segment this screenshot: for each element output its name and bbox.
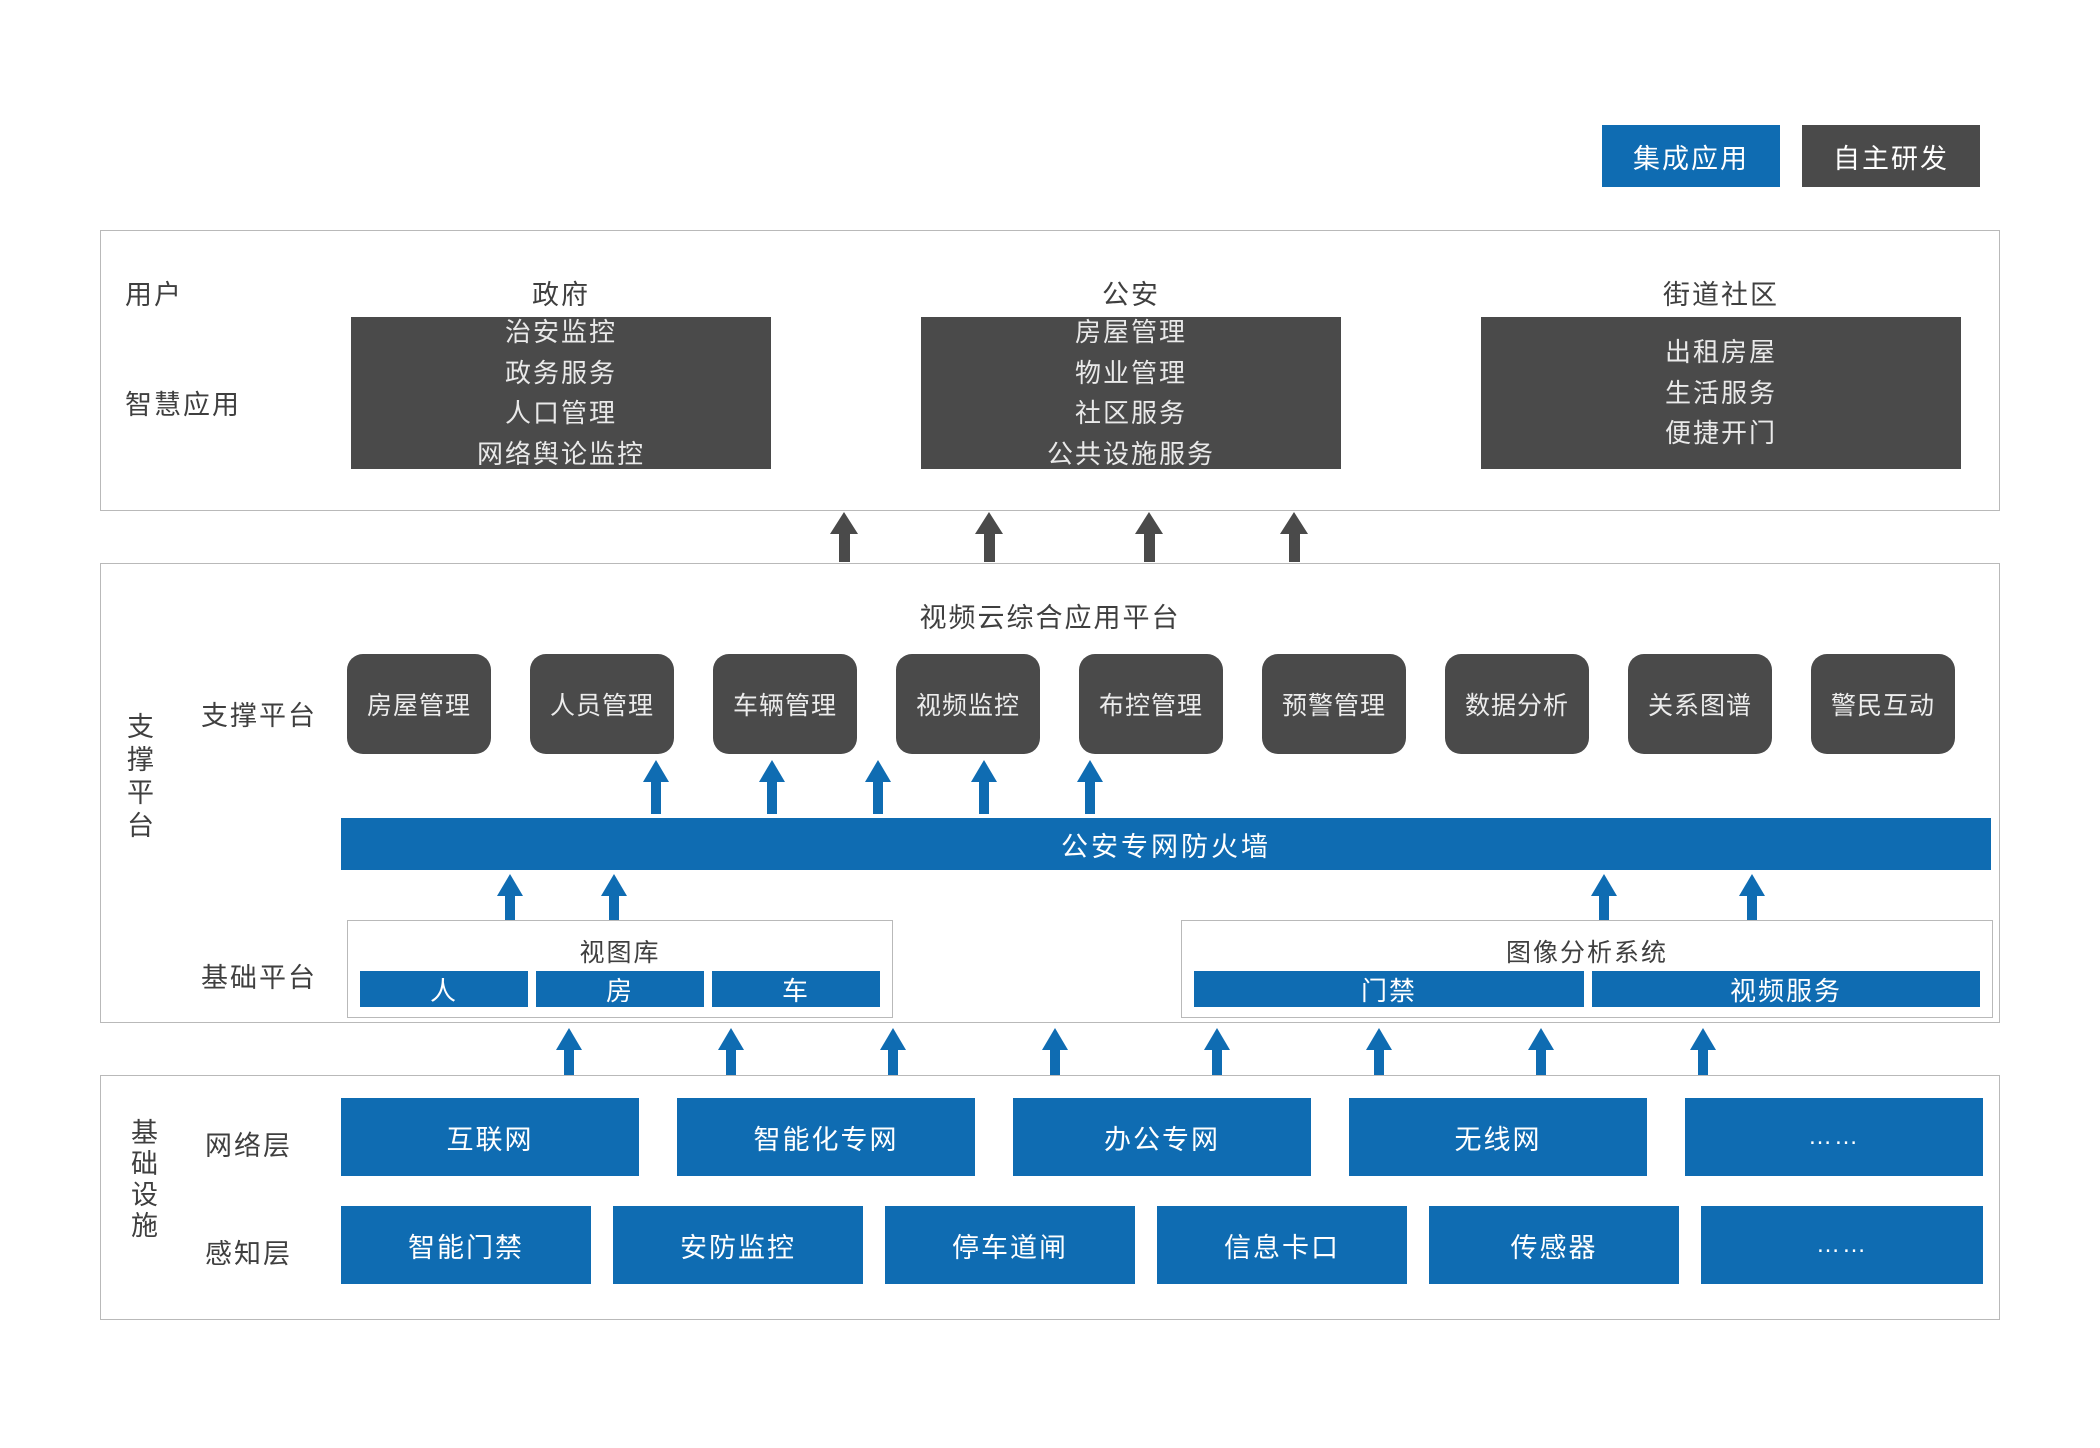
connector-arrow-up — [718, 1028, 744, 1080]
connector-arrow-up — [1690, 1028, 1716, 1080]
infra-card-intelligent-private-network[interactable]: 智能化专网 — [677, 1098, 975, 1176]
infra-card-smart-access-control[interactable]: 智能门禁 — [341, 1206, 591, 1284]
base-group-title: 图像分析系统 — [1505, 939, 1668, 967]
connector-arrow-up — [497, 874, 523, 934]
connector-arrow-up — [1135, 512, 1163, 562]
infra-card-more-perception[interactable]: …… — [1701, 1206, 1983, 1284]
legend: 集成应用 自主研发 — [1602, 125, 1980, 187]
platform-title: 视频云综合应用平台 — [919, 603, 1181, 633]
infra-card-sensor[interactable]: 传感器 — [1429, 1206, 1679, 1284]
base-item-vehicle[interactable]: 车 — [712, 971, 880, 1007]
connector-arrow-up — [1528, 1028, 1554, 1080]
infra-card-internet[interactable]: 互联网 — [341, 1098, 639, 1176]
support-platform-panel: 视频云综合应用平台 支撑平台 支撑平台 房屋管理 人员管理 车辆管理 视频监控 … — [100, 563, 2000, 1023]
module-row: 房屋管理 人员管理 车辆管理 视频监控 布控管理 预警管理 数据分析 关系图谱 … — [347, 654, 1991, 754]
module-early-warning[interactable]: 预警管理 — [1262, 654, 1406, 754]
application-item: 政务服务 — [504, 357, 617, 388]
module-relationship-graph[interactable]: 关系图谱 — [1628, 654, 1772, 754]
module-data-analysis[interactable]: 数据分析 — [1445, 654, 1589, 754]
column-title-street-community: 街道社区 — [1663, 280, 1779, 310]
legend-item-self-developed: 自主研发 — [1802, 125, 1980, 187]
application-item: 便捷开门 — [1664, 418, 1777, 449]
legend-label: 自主研发 — [1833, 143, 1949, 174]
base-group-image-analysis: 图像分析系统 门禁 视频服务 — [1181, 920, 1993, 1018]
row-label-network-layer: 网络层 — [205, 1131, 292, 1161]
application-item: 出租房屋 — [1664, 337, 1777, 368]
application-card-street-community: 出租房屋 生活服务 便捷开门 — [1481, 317, 1961, 469]
module-vehicle-management[interactable]: 车辆管理 — [713, 654, 857, 754]
connector-arrow-up — [1591, 874, 1617, 934]
connector-arrow-up — [556, 1028, 582, 1080]
row-label-support-platform: 支撑平台 — [201, 701, 317, 731]
module-deployment-control[interactable]: 布控管理 — [1079, 654, 1223, 754]
row-label-smart-applications: 智慧应用 — [125, 390, 241, 420]
module-police-interaction[interactable]: 警民互动 — [1811, 654, 1955, 754]
legend-item-integrated-application: 集成应用 — [1602, 125, 1780, 187]
application-item: 人口管理 — [504, 398, 617, 428]
infra-card-wireless-network[interactable]: 无线网 — [1349, 1098, 1647, 1176]
infra-card-parking-barrier[interactable]: 停车道闸 — [885, 1206, 1135, 1284]
module-video-surveillance[interactable]: 视频监控 — [896, 654, 1040, 754]
base-item-video-service[interactable]: 视频服务 — [1592, 971, 1980, 1007]
application-item: 社区服务 — [1074, 398, 1187, 428]
connector-arrow-up — [830, 512, 858, 562]
connector-arrow-up — [643, 760, 669, 814]
application-item: 公共设施服务 — [1046, 438, 1215, 469]
legend-label: 集成应用 — [1633, 143, 1749, 174]
base-item-house[interactable]: 房 — [536, 971, 704, 1007]
base-item-access-control[interactable]: 门禁 — [1194, 971, 1584, 1007]
connector-arrow-up — [865, 760, 891, 814]
connector-arrow-up — [975, 512, 1003, 562]
infrastructure-panel: 基础设施 网络层 互联网 智能化专网 办公专网 无线网 …… 感知层 智能门禁 … — [100, 1075, 2000, 1320]
application-item: 物业管理 — [1074, 357, 1187, 388]
side-label-support-platform: 支撑平台 — [123, 712, 153, 844]
infra-card-office-private-network[interactable]: 办公专网 — [1013, 1098, 1311, 1176]
application-layer-panel: 用户 智慧应用 政府 治安监控 政务服务 人口管理 网络舆论监控 公安 房屋管理… — [100, 230, 2000, 511]
connector-arrow-up — [1042, 1028, 1068, 1080]
row-label-perception-layer: 感知层 — [205, 1239, 292, 1269]
connector-arrow-up — [759, 760, 785, 814]
column-title-public-security: 公安 — [1102, 280, 1160, 310]
module-house-management[interactable]: 房屋管理 — [347, 654, 491, 754]
infra-card-more-network[interactable]: …… — [1685, 1098, 1983, 1176]
base-group-title: 视图库 — [579, 939, 661, 967]
firewall-row: 公安专网防火墙 — [101, 818, 2001, 870]
connector-arrow-up — [880, 1028, 906, 1080]
application-card-public-security: 房屋管理 物业管理 社区服务 公共设施服务 — [921, 317, 1341, 469]
firewall-bar: 公安专网防火墙 — [341, 818, 1991, 870]
infra-card-security-monitoring[interactable]: 安防监控 — [613, 1206, 863, 1284]
connector-arrow-up — [971, 760, 997, 814]
module-personnel-management[interactable]: 人员管理 — [530, 654, 674, 754]
base-group-view-library: 视图库 人 房 车 — [347, 920, 893, 1018]
row-label-users: 用户 — [125, 280, 183, 310]
column-title-government: 政府 — [532, 280, 590, 310]
application-item: 房屋管理 — [1074, 317, 1187, 347]
connector-arrow-up — [1077, 760, 1103, 814]
connector-arrow-up — [1204, 1028, 1230, 1080]
connector-arrow-up — [601, 874, 627, 934]
infra-card-information-checkpoint[interactable]: 信息卡口 — [1157, 1206, 1407, 1284]
row-label-base-platform: 基础平台 — [201, 963, 317, 993]
base-item-person[interactable]: 人 — [360, 971, 528, 1007]
application-card-government: 治安监控 政务服务 人口管理 网络舆论监控 — [351, 317, 771, 469]
connector-arrow-up — [1739, 874, 1765, 934]
application-item: 生活服务 — [1664, 377, 1777, 408]
application-item: 网络舆论监控 — [476, 438, 645, 469]
connector-arrow-up — [1366, 1028, 1392, 1080]
application-item: 治安监控 — [504, 317, 617, 347]
side-label-infrastructure: 基础设施 — [127, 1118, 157, 1242]
connector-arrow-up — [1280, 512, 1308, 562]
